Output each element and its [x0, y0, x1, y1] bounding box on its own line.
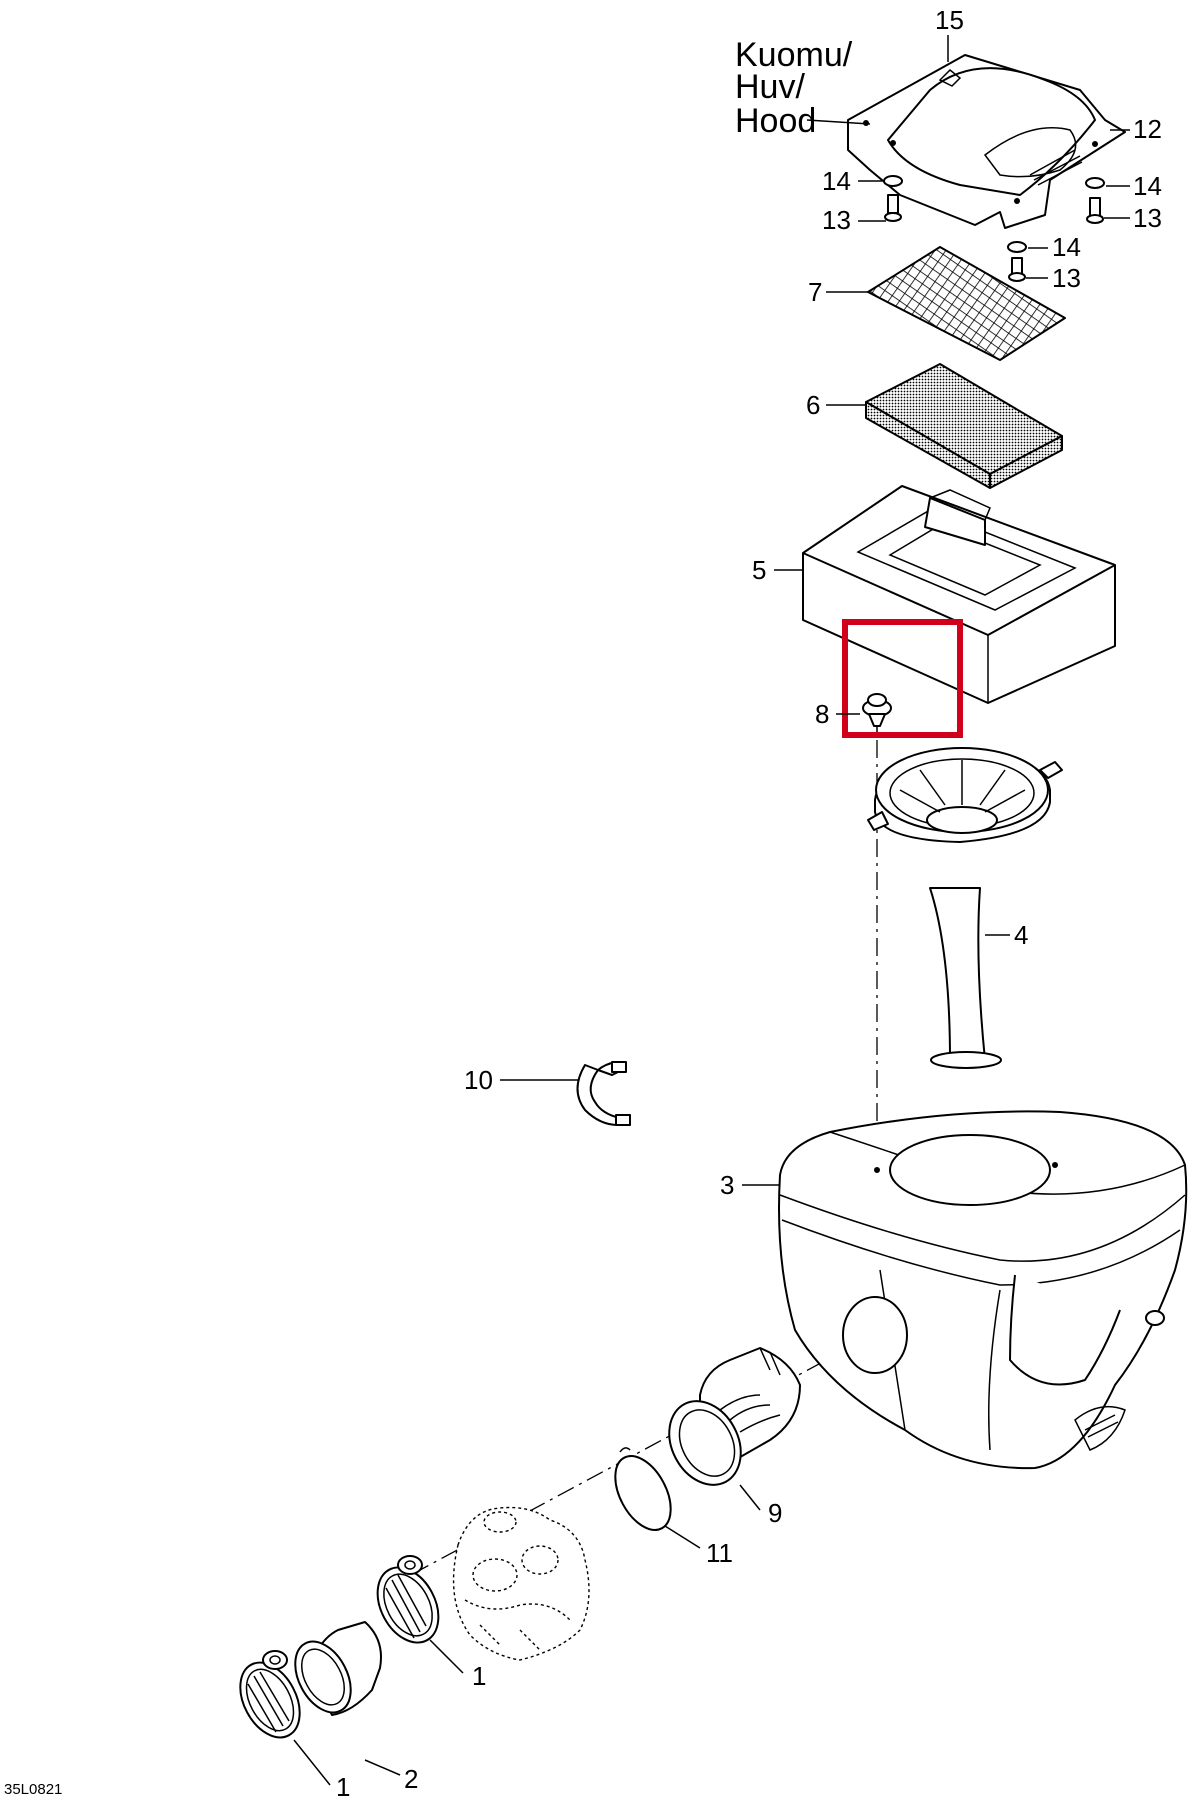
- callout-15: 15: [935, 5, 964, 35]
- callout-3: 3: [720, 1170, 734, 1200]
- callout-4: 4: [1014, 920, 1028, 950]
- washer-14-right: [1085, 177, 1105, 189]
- screw-13-left: [884, 194, 902, 222]
- filter-housing-part-5: [802, 485, 1116, 704]
- callout-13-middle: 13: [1052, 263, 1081, 293]
- clamp-part-1-upper: [376, 1555, 440, 1644]
- foam-filter-part-6: [865, 363, 1063, 489]
- callout-14-right: 14: [1133, 171, 1162, 201]
- hood-label-line-1: Kuomu/: [735, 36, 853, 74]
- callout-6: 6: [806, 390, 820, 420]
- intake-funnel-part-4: [867, 747, 1063, 1069]
- callout-13-left: 13: [822, 205, 851, 235]
- callout-1-lower: 1: [336, 1772, 350, 1798]
- callout-10: 10: [464, 1065, 493, 1095]
- hood-label-line-3: Hood: [735, 102, 816, 140]
- carburetor-reference: [452, 1506, 590, 1661]
- highlight-box: [842, 619, 963, 738]
- callout-12: 12: [1133, 114, 1162, 144]
- clamp-part-1-lower: [239, 1650, 301, 1739]
- callout-11: 11: [706, 1538, 733, 1568]
- callout-13-right: 13: [1133, 203, 1162, 233]
- leader-lines: [293, 35, 1130, 1786]
- hood-part-12: [847, 54, 1126, 229]
- washer-14-left: [883, 175, 903, 187]
- screw-13-middle: [1008, 257, 1026, 282]
- callout-1-upper: 1: [472, 1661, 486, 1691]
- screw-13-right: [1086, 197, 1104, 224]
- membrane-part-11: [614, 1447, 672, 1531]
- hood-label-dot: [863, 120, 869, 126]
- callout-8: 8: [815, 699, 829, 729]
- sleeve-part-2: [294, 1621, 382, 1716]
- callout-14-left: 14: [822, 166, 851, 196]
- adaptor-part-9: [668, 1347, 801, 1486]
- clip-part-10: [576, 1061, 631, 1126]
- filter-screen-part-7: [867, 246, 1066, 361]
- callout-2: 2: [404, 1764, 418, 1794]
- hood-label-line-2: Huv/: [735, 68, 805, 106]
- grommet-part-8: [862, 693, 892, 738]
- callout-14-middle: 14: [1052, 232, 1081, 262]
- callout-7: 7: [808, 277, 822, 307]
- airbox-part-3: [778, 1110, 1188, 1470]
- callout-9: 9: [768, 1498, 782, 1528]
- washer-14-middle: [1007, 241, 1027, 253]
- callout-5: 5: [752, 555, 766, 585]
- drawing-code: 35L0821: [4, 1781, 62, 1798]
